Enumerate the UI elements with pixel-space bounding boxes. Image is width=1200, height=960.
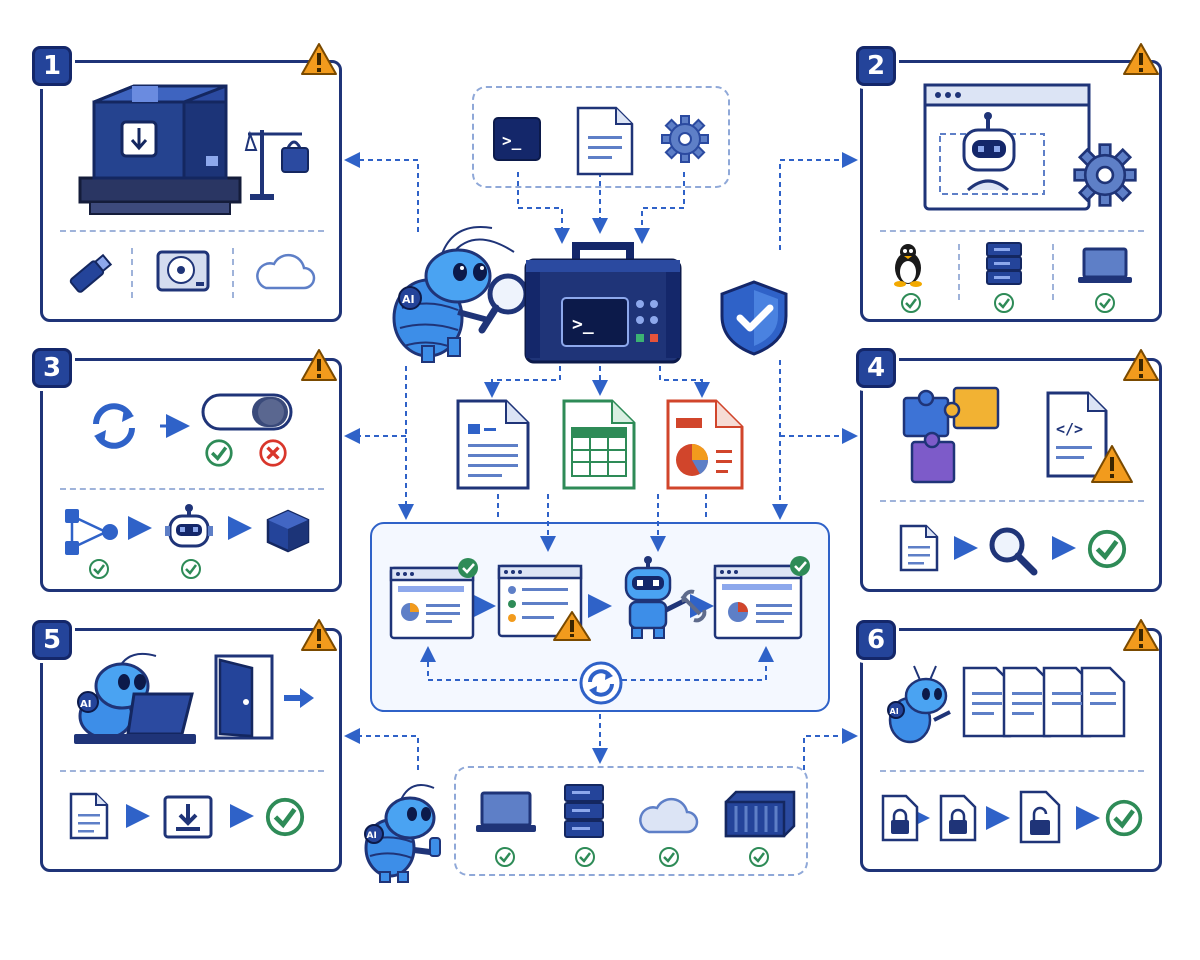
locked-file-icon xyxy=(939,794,977,842)
browser-robot-icon xyxy=(923,83,1091,211)
sync-icon xyxy=(93,403,135,449)
panel-divider xyxy=(232,248,234,298)
ai-bug-robot-mascot: AI xyxy=(364,784,441,883)
presentation-icon xyxy=(666,399,744,490)
document-icon xyxy=(576,106,634,176)
locked-file-icon xyxy=(881,794,919,842)
cloud-icon xyxy=(639,797,699,834)
word-document-icon xyxy=(456,399,530,490)
toolbox-terminal-icon: >_ xyxy=(524,242,682,364)
scale-lock-icon xyxy=(244,130,309,200)
check-circle-icon xyxy=(659,847,679,867)
check-circle-icon xyxy=(575,847,595,867)
repair-robot-icon xyxy=(624,556,707,639)
panel-divider xyxy=(880,500,1144,502)
panel-number-badge: 2 xyxy=(856,46,896,86)
laptop-user-icon: AI xyxy=(74,652,196,744)
document-icon xyxy=(69,792,109,840)
browser-window-icon xyxy=(713,556,810,640)
panel-number-badge: 5 xyxy=(32,620,72,660)
panel-divider xyxy=(880,770,1144,772)
panel-divider xyxy=(880,230,1144,232)
browser-window-icon xyxy=(389,558,478,640)
container-icon xyxy=(724,790,796,838)
panel-number-badge: 4 xyxy=(856,348,896,388)
warning-icon xyxy=(301,349,337,381)
panel-divider xyxy=(60,230,324,232)
linux-penguin-icon xyxy=(894,244,922,287)
warning-icon xyxy=(301,43,337,75)
package-box-icon xyxy=(78,84,242,215)
panel-divider xyxy=(958,244,960,300)
gear-icon xyxy=(661,115,709,163)
code-file-warning-icon: </> xyxy=(1046,391,1133,483)
svg-text:>_: >_ xyxy=(572,314,594,335)
deployment-targets-group xyxy=(454,766,808,876)
flow-graph-icon xyxy=(65,509,118,555)
ai-bug-robot-mascot: AI xyxy=(392,226,515,363)
panel-divider xyxy=(131,248,133,298)
check-circle-icon xyxy=(89,559,109,579)
puzzle-icon xyxy=(902,386,1000,484)
svg-text:>_: >_ xyxy=(502,131,522,150)
panel-3 xyxy=(40,358,342,592)
check-circle-icon xyxy=(205,439,233,467)
unlocked-file-icon xyxy=(1019,790,1061,844)
server-icon xyxy=(986,242,1022,285)
cloud-icon xyxy=(256,253,316,290)
error-circle-icon xyxy=(259,439,287,467)
browser-window-icon xyxy=(497,564,591,641)
gear-icon xyxy=(1073,143,1137,207)
panel-number-badge: 3 xyxy=(32,348,72,388)
document-icon xyxy=(899,524,939,572)
warning-icon xyxy=(1123,349,1159,381)
svg-text:</>: </> xyxy=(1056,420,1083,438)
sync-icon xyxy=(579,661,623,705)
panel-divider xyxy=(60,488,324,490)
cube-icon xyxy=(266,509,310,553)
panel-number-badge: 1 xyxy=(32,46,72,86)
warning-icon xyxy=(1123,619,1159,651)
toggle-switch-icon xyxy=(201,393,293,431)
exit-door-icon xyxy=(214,654,314,740)
check-circle-icon xyxy=(265,797,305,837)
svg-text:AI: AI xyxy=(402,293,415,306)
input-tools-group xyxy=(472,86,730,188)
warning-icon xyxy=(1123,43,1159,75)
terminal-icon: >_ xyxy=(493,117,541,161)
download-icon xyxy=(163,795,213,839)
check-circle-icon xyxy=(901,293,921,313)
check-circle-icon xyxy=(181,559,201,579)
svg-text:AI: AI xyxy=(367,831,377,841)
usb-drive-icon xyxy=(69,253,113,293)
spreadsheet-icon xyxy=(562,399,636,490)
check-circle-icon xyxy=(994,293,1014,313)
shield-check-icon xyxy=(720,280,788,356)
svg-text:AI: AI xyxy=(80,699,91,710)
svg-text:AI: AI xyxy=(890,707,899,716)
stacked-documents-icon xyxy=(962,666,1126,738)
check-circle-icon xyxy=(1087,529,1127,569)
laptop-icon xyxy=(1078,247,1132,283)
server-icon xyxy=(564,784,604,838)
search-icon xyxy=(989,527,1038,576)
ai-bug-robot-mascot: AI xyxy=(887,665,951,744)
check-circle-icon xyxy=(1095,293,1115,313)
hard-drive-icon xyxy=(156,250,210,292)
check-circle-icon xyxy=(495,847,515,867)
check-circle-icon xyxy=(749,847,769,867)
panel-number-badge: 6 xyxy=(856,620,896,660)
robot-icon xyxy=(165,504,213,548)
panel-divider xyxy=(60,770,324,772)
laptop-icon xyxy=(476,791,536,832)
panel-divider xyxy=(1052,244,1054,300)
check-circle-icon xyxy=(1105,799,1143,837)
warning-icon xyxy=(301,619,337,651)
